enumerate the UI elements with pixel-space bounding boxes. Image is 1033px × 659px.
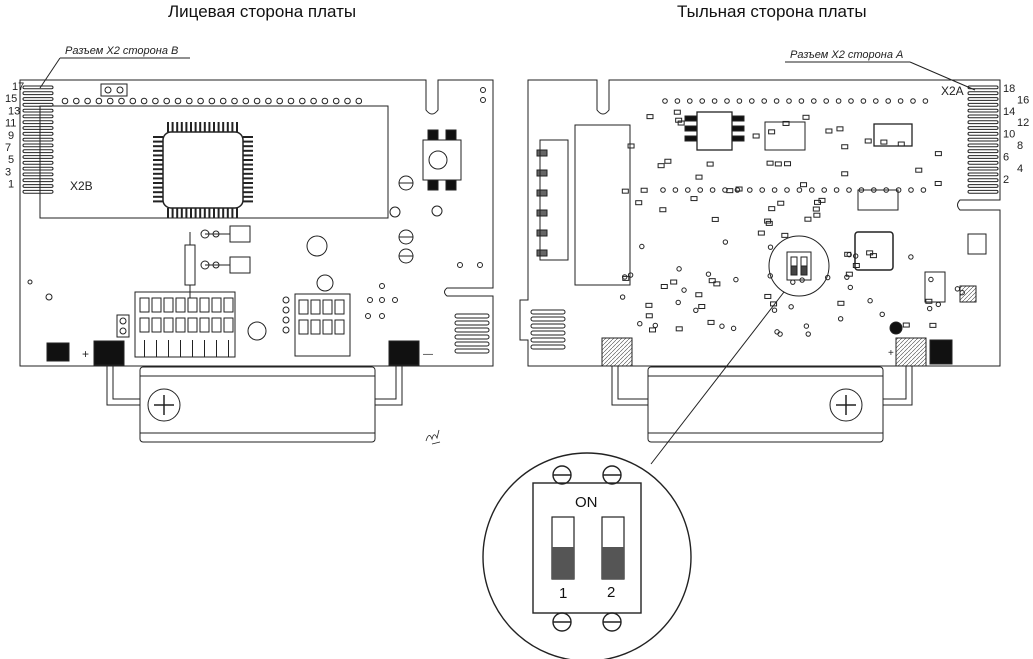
signature-mark xyxy=(425,429,441,445)
back-pin-number: 16 xyxy=(1017,94,1029,106)
battery-pad-plus xyxy=(93,340,125,366)
dip-number-1: 1 xyxy=(559,585,567,602)
front-pin-number: 5 xyxy=(8,154,14,166)
front-pin-number: 15 xyxy=(5,93,17,105)
back-pin-number: 18 xyxy=(1003,83,1015,95)
polarity-plus-front: + xyxy=(82,347,89,361)
dip-toggle-1 xyxy=(551,516,575,580)
dip-number-2: 2 xyxy=(607,584,615,601)
tact-button xyxy=(422,129,462,191)
connector-label-x2b: X2B xyxy=(70,179,93,193)
back-pin-number: 2 xyxy=(1003,174,1009,186)
dip-toggle-2 xyxy=(601,516,625,580)
qfn-chip xyxy=(854,231,894,271)
soic-chip-1 xyxy=(684,111,745,151)
back-pin-number: 6 xyxy=(1003,151,1009,163)
dip-on-label: ON xyxy=(575,494,598,511)
capacitor-front xyxy=(306,235,328,257)
tssop-chip xyxy=(764,121,806,151)
battery-front xyxy=(106,365,403,443)
edge-fingers-right xyxy=(454,313,490,354)
battery-back xyxy=(611,366,913,443)
dip-switch-body xyxy=(532,482,642,614)
zoom-leader-line xyxy=(650,291,785,465)
battery-pad-back-right xyxy=(895,337,927,367)
edge-connector-x2b xyxy=(22,85,54,194)
back-pin-number: 8 xyxy=(1017,140,1023,152)
relay-component xyxy=(924,271,946,303)
back-pin-number: 4 xyxy=(1017,163,1023,175)
front-pin-number: 9 xyxy=(8,130,14,142)
front-side-title: Лицевая сторона платы xyxy=(168,2,357,21)
back-pin-number: 14 xyxy=(1003,106,1015,118)
via-dots-front xyxy=(365,87,486,319)
qfp-microcontroller xyxy=(153,122,253,218)
battery-pad-minus xyxy=(388,340,420,366)
edge-connector-x2a xyxy=(967,85,999,194)
callout-x2-side-b: Разъем X2 сторона B xyxy=(65,45,178,57)
zoom-circle xyxy=(482,452,692,659)
back-pin-number: 12 xyxy=(1017,117,1029,129)
polarity-plus-back: + xyxy=(888,348,894,359)
dip-switch-zoom: ON 1 2 xyxy=(482,452,692,659)
header-pin-row xyxy=(61,97,363,105)
jumper-header xyxy=(100,83,128,97)
pad-left xyxy=(46,342,70,362)
small-chip xyxy=(967,233,987,255)
edge-fingers-left xyxy=(530,309,566,350)
via-dots-back xyxy=(536,98,965,337)
battery-pad-back-left xyxy=(601,337,633,367)
dip-switch-onboard xyxy=(768,235,830,297)
terminal-block-main xyxy=(134,291,236,358)
polarity-minus-front: — xyxy=(423,349,433,360)
front-pin-number: 11 xyxy=(5,118,16,130)
front-pin-number: 17 xyxy=(12,81,24,93)
front-board-outline xyxy=(19,79,494,367)
callout-x2-side-a: Разъем X2 сторона A xyxy=(790,49,903,61)
front-pin-number: 3 xyxy=(5,166,11,178)
soic-chip-2 xyxy=(873,123,913,147)
back-pin-number: 10 xyxy=(1003,129,1015,141)
diode-components xyxy=(184,225,251,298)
front-pin-number: 13 xyxy=(8,105,20,117)
terminal-block-aux xyxy=(282,293,351,357)
front-pin-number: 7 xyxy=(5,142,11,154)
front-pin-number: 1 xyxy=(8,179,14,191)
back-board-outline xyxy=(519,79,1001,367)
back-side-title: Тыльная сторона платы xyxy=(677,2,867,21)
connector-label-x2a: X2A xyxy=(941,84,964,98)
